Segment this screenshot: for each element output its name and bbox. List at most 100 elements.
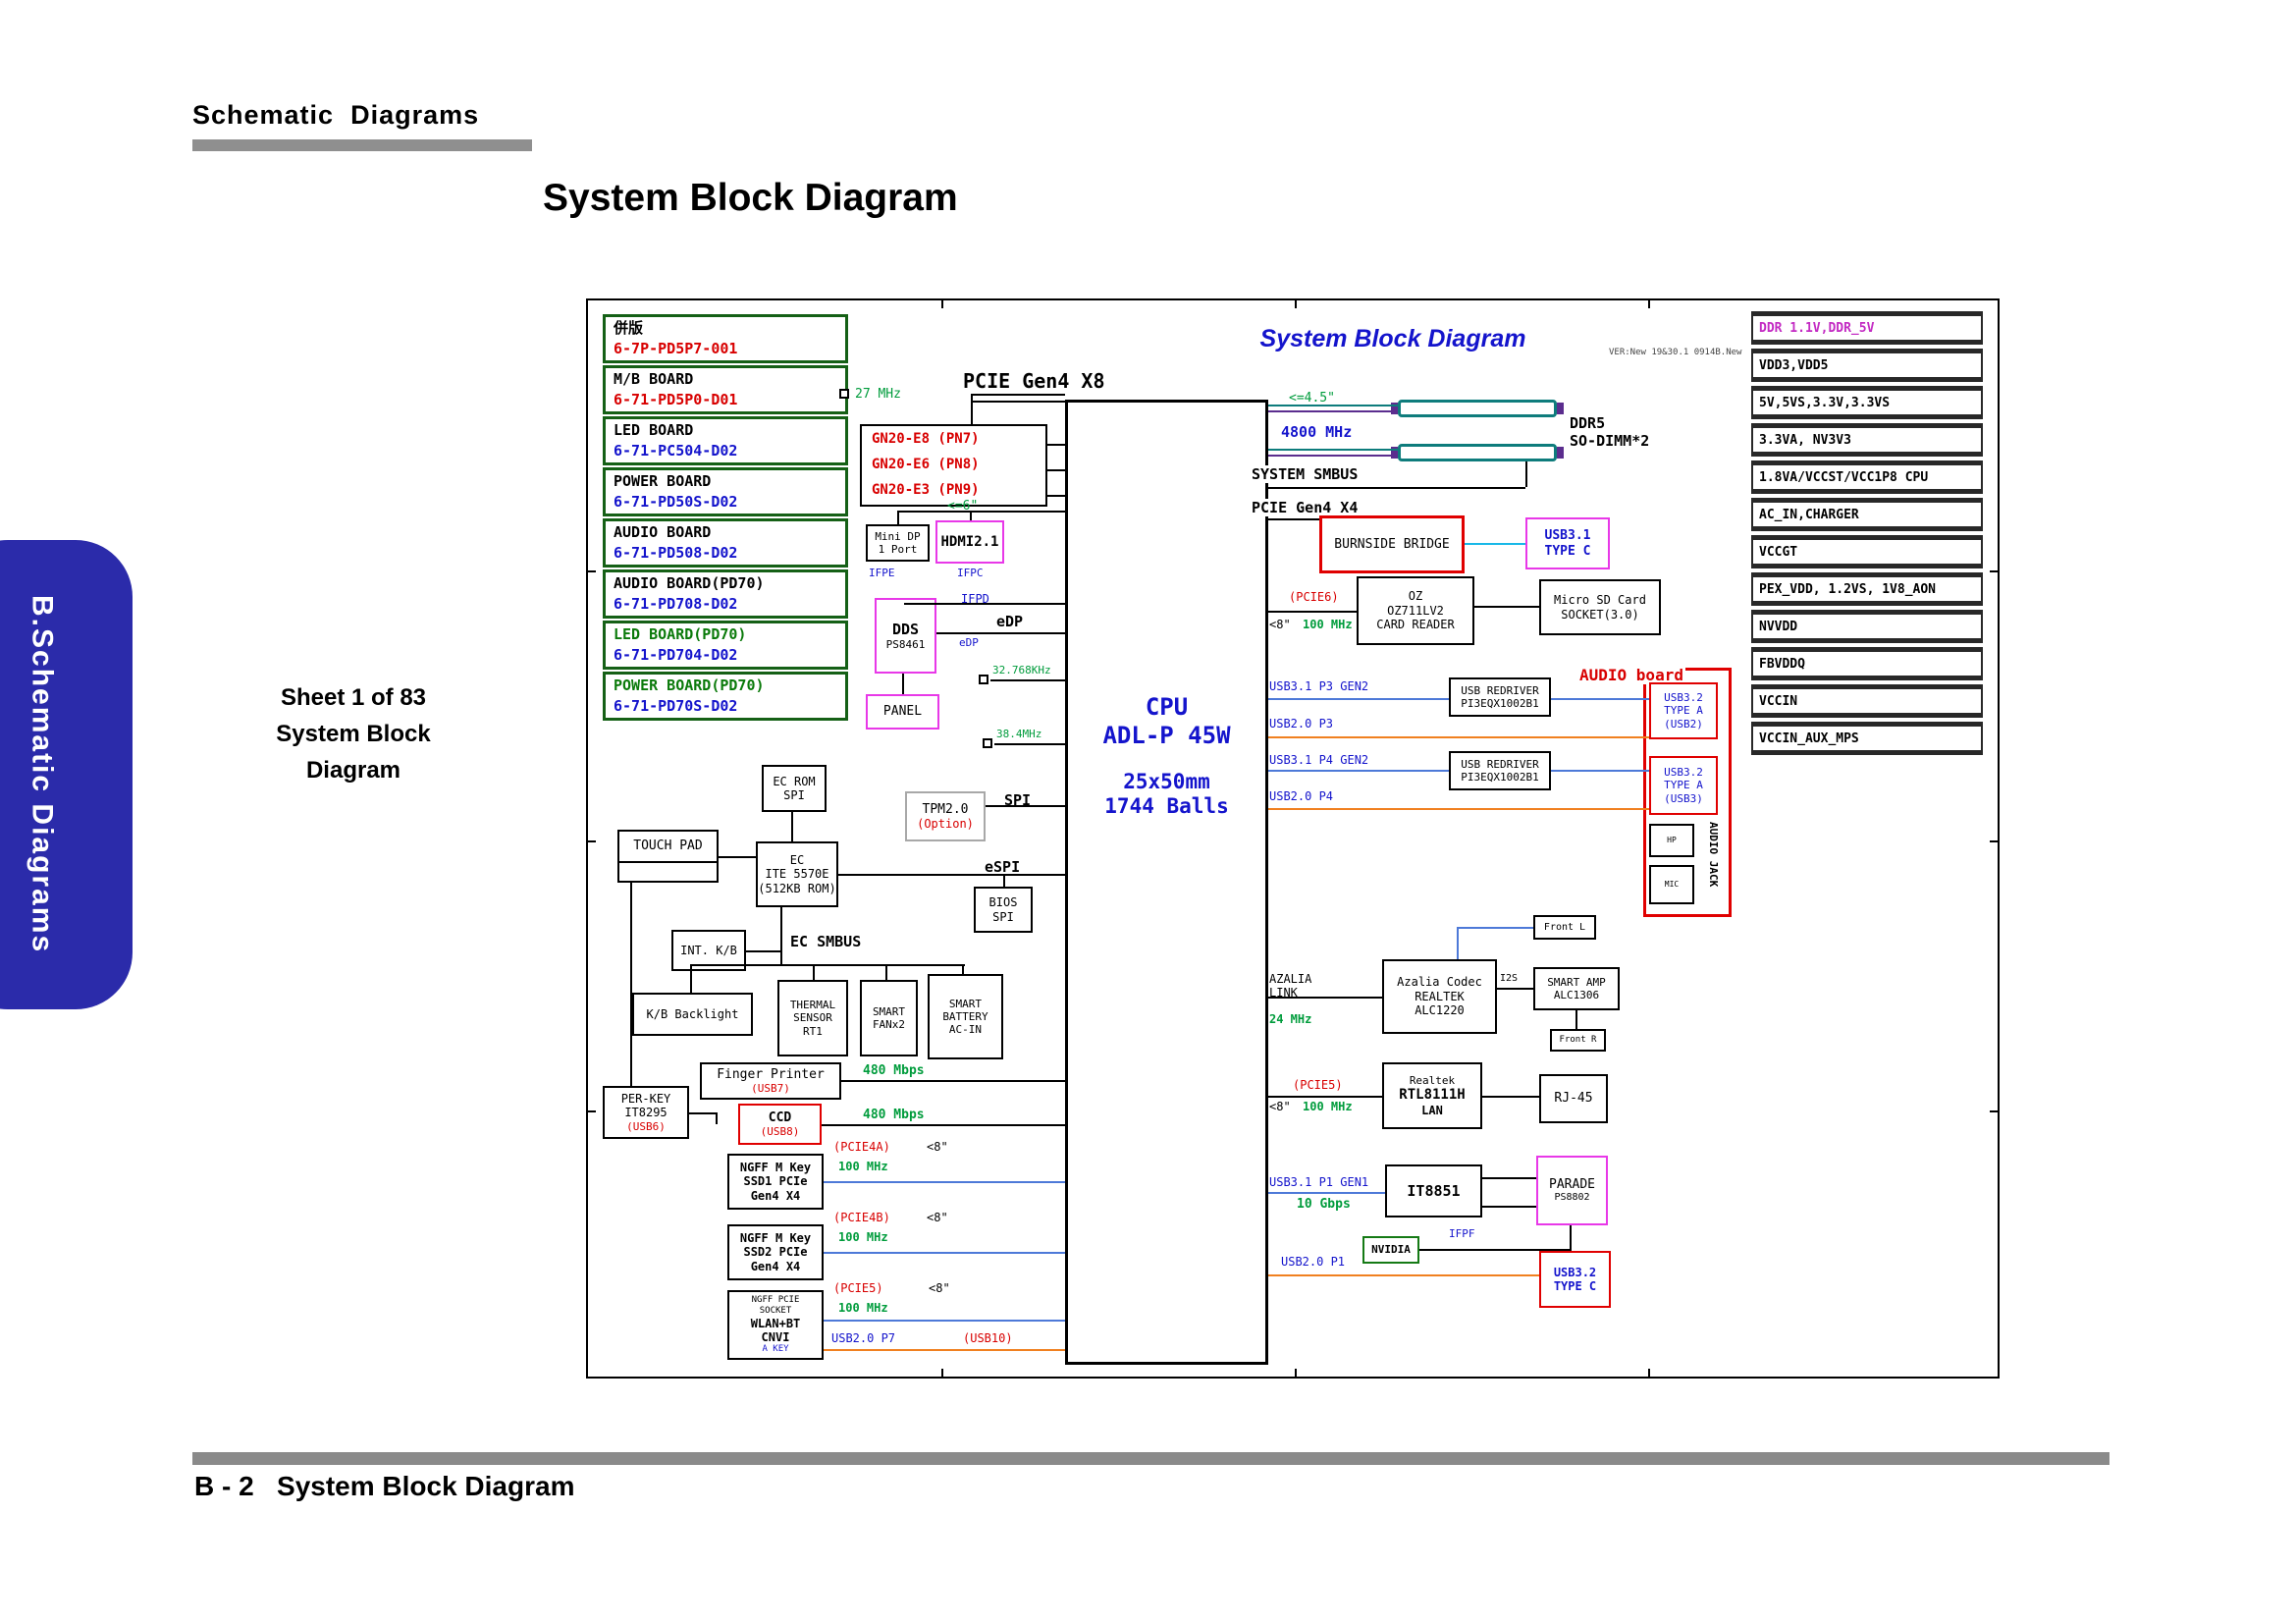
crystal-icon — [983, 738, 992, 748]
connector-line — [813, 964, 815, 980]
pcie6-label: (PCIE6) — [1289, 590, 1339, 604]
ssd2-block: NGFF M Key SSD2 PCIe Gen4 X4 — [727, 1224, 824, 1280]
connector-line — [690, 964, 692, 994]
azalia-clock-label: 24 MHz — [1269, 1012, 1312, 1026]
fingerprint-block: Finger Printer(USB7) — [700, 1062, 841, 1100]
camera-usb: (USB8) — [760, 1125, 800, 1139]
dimm-cap — [1557, 447, 1564, 459]
ddr5-label: DDR5 SO-DIMM*2 — [1570, 414, 1650, 450]
panel-block: PANEL — [866, 694, 939, 730]
connector-line — [885, 964, 887, 980]
connector-line — [1482, 1206, 1536, 1208]
pcie5-wlan-label: (PCIE5) — [833, 1281, 883, 1295]
camera-speed-label: 480 Mbps — [863, 1108, 925, 1122]
usb20-p1-label: USB2.0 P1 — [1281, 1255, 1346, 1269]
ifpd-label: IFPD — [961, 592, 989, 606]
perkey-block: PER-KEY IT8295(USB6) — [603, 1086, 689, 1139]
cardreader-length-label: <8" — [1269, 618, 1291, 631]
clock-32khz-label: 32.768KHz — [992, 664, 1051, 676]
connector-line — [824, 1181, 1065, 1183]
usb31-p4-label: USB3.1 P4 GEN2 — [1269, 753, 1369, 767]
pcie-x4-label: PCIE Gen4 X4 — [1252, 499, 1359, 516]
connector-line — [1268, 736, 1649, 738]
ssd2-clock-label: 100 MHz — [838, 1230, 888, 1244]
pcie4a-label: (PCIE4A) — [833, 1140, 890, 1154]
rj45-block: RJ-45 — [1539, 1074, 1608, 1123]
wlan-name: WLAN+BT CNVI — [750, 1316, 801, 1344]
version-note: VER:New 19&30.1 0914B.New — [1609, 348, 1742, 357]
hdmi-block: HDMI2.1 — [935, 520, 1004, 564]
rail-item: VDD3,VDD5 — [1751, 349, 1983, 382]
connector-line — [1047, 469, 1065, 471]
connector-line — [971, 394, 973, 424]
ec-rom-block: EC ROM SPI — [762, 765, 827, 812]
microsd-block: Micro SD Card SOCKET(3.0) — [1539, 579, 1661, 635]
ddr-speed-label: 4800 MHz — [1281, 423, 1353, 441]
crystal-icon — [979, 675, 988, 684]
rail-item: VCCIN_AUX_MPS — [1751, 722, 1983, 755]
frame-tick — [1990, 1110, 1998, 1112]
camera-block: CCD(USB8) — [738, 1104, 822, 1145]
connector-line — [1268, 518, 1319, 520]
connector-line — [1268, 1192, 1385, 1194]
frame-tick — [588, 840, 596, 842]
dimm-cap — [1391, 447, 1398, 459]
wlan-length-label: <8" — [929, 1281, 950, 1295]
board-part: 6-71-PD704-D02 — [614, 646, 738, 664]
clock-384mhz-label: 38.4MHz — [996, 728, 1042, 740]
wlan-key: A KEY — [762, 1344, 789, 1355]
dimm-cap — [1557, 403, 1564, 414]
sheet-caption: Sheet 1 of 83 System Block Diagram — [276, 684, 431, 784]
footer-text: B - 2 System Block Diagram — [194, 1471, 575, 1501]
cpu-package: 25x50mm 1744 Balls — [1104, 770, 1229, 819]
connector-line — [824, 1320, 1065, 1322]
connector-line — [1575, 1010, 1577, 1029]
connector-line — [902, 674, 904, 694]
connector-line — [1268, 808, 1649, 810]
board-name: AUDIO BOARD — [614, 523, 712, 541]
rail-item: 1.8VA/VCCST/VCC1P8 CPU — [1751, 460, 1983, 494]
board-entry: LED BOARD(PD70)6-71-PD704-D02 — [603, 621, 848, 670]
usb20-p7-label: USB2.0 P7 — [831, 1331, 896, 1345]
dimm-cap — [1391, 403, 1398, 414]
connector-line — [1268, 410, 1398, 412]
edp-port-label: eDP — [959, 636, 979, 649]
touchpad-block: TOUCH PAD — [617, 830, 719, 883]
rail-item: AC_IN,CHARGER — [1751, 498, 1983, 531]
crystal-icon — [839, 389, 849, 399]
connector-line — [1268, 770, 1449, 772]
connector-line — [716, 1112, 718, 1124]
ddr-length-label: <=4.5" — [1289, 391, 1335, 406]
connector-line — [1419, 1249, 1570, 1251]
sidebar-tab-label: B.Schematic Diagrams — [26, 595, 59, 954]
connector-line — [897, 511, 1065, 513]
frame-tick — [1648, 1369, 1650, 1377]
mic-jack-block: MIC — [1649, 865, 1694, 904]
connector-line — [971, 394, 1065, 396]
lan-clock-label: 100 MHz — [1303, 1100, 1353, 1113]
rail-item: PEX_VDD, 1.2VS, 1V8_AON — [1751, 572, 1983, 606]
board-name: POWER BOARD(PD70) — [614, 676, 765, 694]
connector-line — [838, 874, 1065, 876]
usb-redriver-1-block: USB REDRIVER PI3EQX1002B1 — [1449, 677, 1551, 717]
board-part: 6-71-PD5P0-D01 — [614, 391, 738, 408]
it8851-block: IT8851 — [1385, 1164, 1482, 1217]
rail-item: FBVDDQ — [1751, 647, 1983, 680]
usb31-p3-label: USB3.1 P3 GEN2 — [1269, 679, 1369, 693]
smart-fan-block: SMART FANx2 — [860, 980, 918, 1056]
connector-line — [824, 1252, 1065, 1254]
frame-tick — [588, 1110, 596, 1112]
connector-line — [990, 679, 1065, 681]
connector-line — [904, 603, 1065, 605]
tpm-option: (Option) — [917, 817, 974, 832]
rail-item: NVVDD — [1751, 610, 1983, 643]
usb10-label: (USB10) — [963, 1331, 1013, 1345]
connector-line — [1551, 698, 1649, 700]
lan-name: LAN — [1421, 1103, 1443, 1117]
connector-line — [986, 805, 1065, 807]
mini-dp-block: Mini DP 1 Port — [866, 524, 930, 562]
